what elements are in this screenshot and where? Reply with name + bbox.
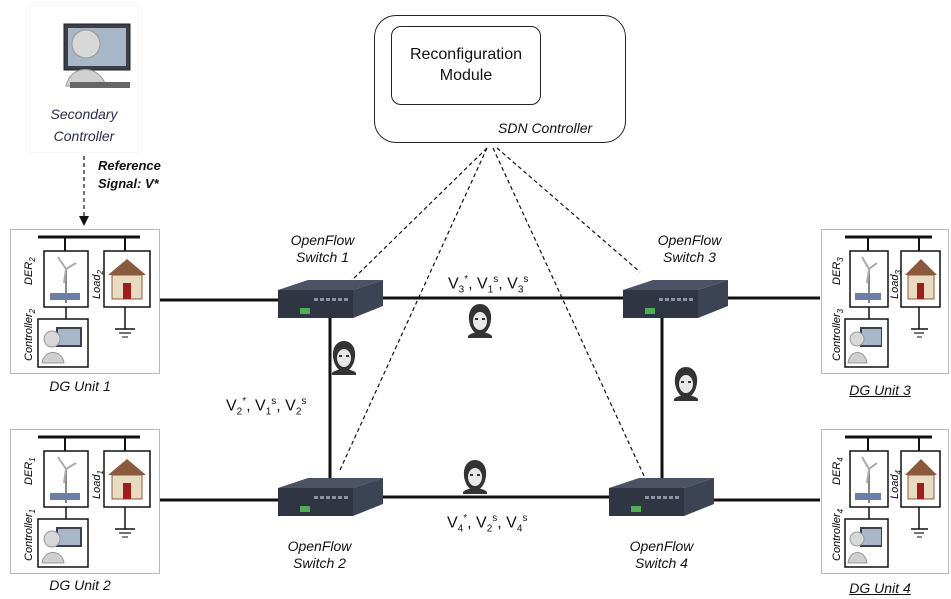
switch-1-line1: OpenFlow — [290, 232, 355, 248]
link-label-bottom: V4*, V2s, V4s — [447, 513, 528, 535]
wind-turbine-icon — [43, 450, 89, 508]
attacker-icon — [332, 341, 356, 375]
dg-unit-1-diagram: Controller2 DER2 Load2 — [23, 235, 151, 368]
house-icon — [900, 450, 941, 508]
switch-4-line1: OpenFlow — [629, 538, 694, 554]
controller-computer-icon — [37, 318, 89, 368]
control-link-switch3 — [496, 147, 641, 273]
house-icon — [103, 250, 151, 308]
attacker-icon — [674, 367, 698, 401]
ref-line2: Signal: V* — [98, 176, 159, 191]
controller-text: Controller1 — [23, 509, 37, 561]
switch-4-icon — [609, 478, 714, 516]
switch-3-line2: Switch 3 — [663, 249, 716, 265]
module-line1: Reconfiguration — [409, 46, 523, 63]
module-line2: Module — [439, 67, 493, 84]
wind-turbine-icon — [849, 450, 889, 508]
load-text: Load4 — [889, 470, 903, 499]
switch-2-icon — [278, 478, 383, 516]
switch-3-icon — [623, 280, 728, 318]
reference-signal-label: Reference Signal: V* — [98, 157, 161, 193]
house-icon — [103, 450, 151, 508]
controller-text: Controller3 — [831, 308, 845, 361]
controller-text: Controller2 — [23, 308, 37, 361]
switch-2-line1: OpenFlow — [287, 538, 352, 554]
switch-4-line2: Switch 4 — [635, 555, 688, 571]
dg-unit-4-label: DG Unit 4 — [849, 580, 911, 596]
dg-unit-3-label: DG Unit 3 — [849, 382, 911, 398]
switch-1-icon — [278, 280, 383, 318]
load-text: Load2 — [91, 270, 105, 299]
switch-1-label: OpenFlow Switch 1 — [275, 232, 370, 266]
attacker-icon — [463, 460, 487, 494]
link-label-left: V2*, V1s, V2s — [226, 396, 307, 418]
controller-computer-icon — [844, 318, 889, 368]
control-link-switch2 — [339, 147, 488, 471]
control-link-switch1 — [349, 147, 488, 283]
wind-turbine-icon — [849, 250, 889, 308]
wind-turbine-icon — [43, 250, 89, 308]
switch-1-line2: Switch 1 — [296, 249, 349, 265]
secondary-line2: Controller — [53, 128, 115, 144]
switch-3-line1: OpenFlow — [657, 232, 722, 248]
load-text: Load3 — [889, 270, 903, 299]
attacker-icon — [468, 304, 492, 338]
switch-3-label: OpenFlow Switch 3 — [642, 232, 737, 266]
dg-unit-1-label: DG Unit 1 — [49, 378, 111, 394]
operator-computer-icon — [63, 23, 131, 88]
dg-unit-3-diagram: Controller3 DER3 Load3 — [831, 235, 941, 368]
link-label-top: V3*, V1s, V3s — [448, 274, 529, 296]
secondary-controller-label: Secondary Controller — [30, 103, 138, 147]
reference-arrow — [79, 156, 89, 226]
controller-computer-icon — [844, 518, 889, 568]
ref-line1: Reference — [98, 158, 161, 173]
switch-2-line2: Switch 2 — [293, 555, 346, 571]
dg-unit-4-diagram: Controller4 DER4 Load4 — [831, 435, 941, 568]
der-text: DER1 — [23, 457, 37, 485]
house-icon — [900, 250, 941, 308]
secondary-line1: Secondary — [50, 106, 118, 122]
reconfiguration-module: Reconfiguration Module — [391, 26, 541, 105]
sdn-controller-label: SDN Controller — [498, 120, 593, 136]
load-text: Load1 — [91, 470, 105, 499]
controller-computer-icon — [37, 518, 89, 568]
secondary-controller-box — [30, 6, 138, 152]
controller-text: Controller4 — [831, 508, 845, 561]
switch-4-label: OpenFlow Switch 4 — [614, 538, 709, 572]
dg-unit-2-diagram: Controller1 DER1 Load1 — [23, 435, 151, 568]
der-text: DER2 — [23, 257, 37, 285]
der-text: DER4 — [831, 457, 845, 485]
switch-2-label: OpenFlow Switch 2 — [272, 538, 367, 572]
der-text: DER3 — [831, 257, 845, 285]
control-link-switch4 — [492, 147, 646, 479]
dg-unit-2-label: DG Unit 2 — [49, 577, 111, 593]
